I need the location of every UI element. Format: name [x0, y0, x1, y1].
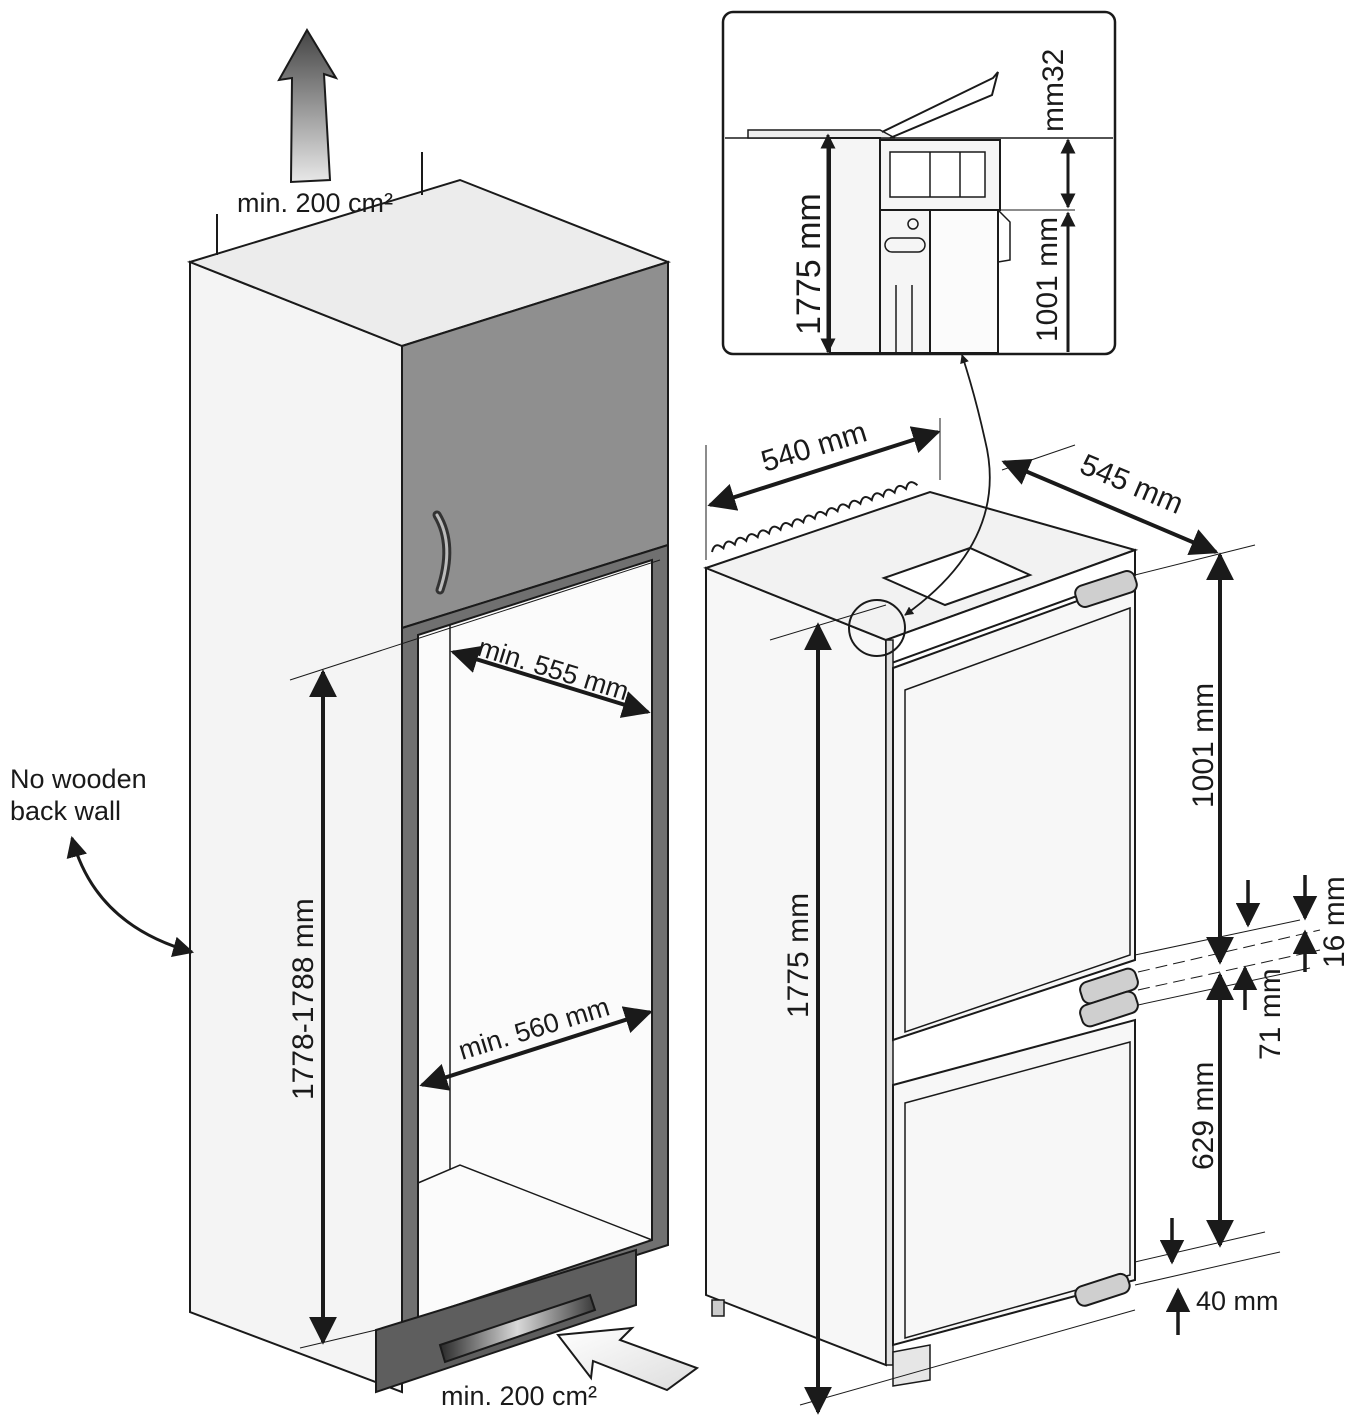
appliance-width-dim: [707, 426, 941, 511]
appliance-depth-label: 545 mm: [1075, 448, 1188, 521]
detail-height-label: 1775 mm: [790, 193, 828, 335]
cabinet-side-panel: [189, 260, 403, 1394]
bottom-gap-label: 40 mm: [1196, 1286, 1279, 1316]
appliance-upper-door: [892, 578, 1136, 1042]
inlet-arrow-icon: [556, 1326, 700, 1392]
tall-cabinet: [186, 152, 671, 1394]
detail-marker: [848, 599, 906, 657]
niche-height-label: 1778-1788 mm: [287, 898, 320, 1100]
vent-top-label: min. 200 cm²: [237, 188, 393, 218]
door-gap-label: 71 mm: [1254, 968, 1287, 1060]
detail-inset: 1775 mm mm32 1001 mm: [721, 10, 1117, 356]
appliance-width-label: 540 mm: [757, 415, 870, 478]
up-arrow-icon: [277, 28, 339, 184]
appliance-height-label: 1775 mm: [782, 893, 815, 1018]
lower-door-label: 629 mm: [1187, 1062, 1220, 1170]
appliance-depth-dim: [1001, 458, 1219, 556]
no-back-wall-line1: No wooden: [10, 764, 147, 794]
appliance-lower-door: [892, 1018, 1136, 1347]
curved-arrow-icon: [66, 835, 195, 958]
door-gap-small-label: 16 mm: [1318, 876, 1351, 968]
plinth-vent-slot: [438, 1293, 597, 1364]
niche-depth-dim: [450, 646, 651, 718]
upper-door-label: 1001 mm: [1187, 683, 1220, 808]
no-back-wall-line2: back wall: [10, 796, 121, 826]
cabinet-plinth: [375, 1248, 637, 1394]
niche-width-dim: [419, 1006, 653, 1091]
detail-top-gap-label: mm32: [1037, 49, 1070, 132]
vent-bottom-label: min. 200 cm²: [441, 1381, 597, 1411]
detail-door-label: 1001 mm: [1031, 217, 1064, 342]
appliance: [703, 481, 1139, 1387]
